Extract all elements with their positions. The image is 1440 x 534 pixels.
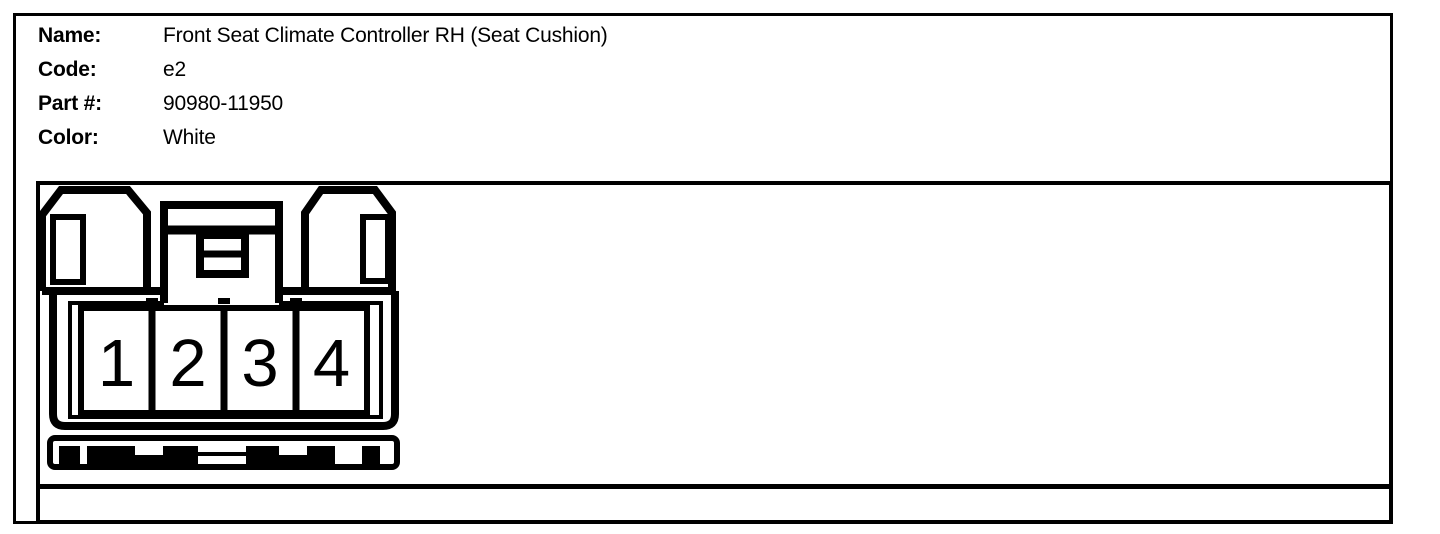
name-label: Name: bbox=[38, 24, 102, 47]
pin-number-4: 4 bbox=[313, 326, 350, 401]
code-label: Code: bbox=[38, 58, 97, 81]
diagram-footer-divider bbox=[40, 484, 1389, 489]
color-value: White bbox=[163, 126, 216, 149]
diagram-footer-strip bbox=[40, 489, 1389, 520]
field-row-part-number: Part #: 90980-11950 bbox=[38, 92, 608, 126]
pin-number-2: 2 bbox=[169, 326, 206, 401]
part-number-value: 90980-11950 bbox=[163, 92, 284, 115]
connector-right-tab-slot bbox=[360, 214, 391, 284]
connector-body-outline bbox=[49, 291, 399, 430]
field-row-name: Name: Front Seat Climate Controller RH (… bbox=[38, 24, 608, 58]
connector-info-panel: Name: Front Seat Climate Controller RH (… bbox=[13, 13, 1393, 524]
pin-number-1: 1 bbox=[98, 326, 135, 401]
skirt-retainer-slots bbox=[80, 446, 388, 464]
connector-metadata: Name: Front Seat Climate Controller RH (… bbox=[38, 24, 608, 160]
pin-cavity-dividers bbox=[148, 308, 300, 413]
pin-divider-tick-3 bbox=[290, 298, 302, 304]
name-value: Front Seat Climate Controller RH (Seat C… bbox=[163, 24, 608, 47]
pin-divider-tick-1 bbox=[146, 298, 158, 304]
connector-left-tab-slot bbox=[50, 214, 86, 285]
connector-diagram-box: 1 2 3 4 bbox=[36, 181, 1393, 524]
pin-divider-tick-2 bbox=[218, 298, 230, 304]
connector-body-inner-outline bbox=[68, 301, 383, 419]
field-row-color: Color: White bbox=[38, 126, 608, 160]
part-number-label: Part #: bbox=[38, 92, 102, 115]
skirt-center-bar bbox=[198, 452, 246, 456]
field-row-code: Code: e2 bbox=[38, 58, 608, 92]
pin-number-3: 3 bbox=[241, 326, 278, 401]
color-label: Color: bbox=[38, 126, 99, 149]
code-value: e2 bbox=[163, 58, 186, 81]
connector-front-view-drawing: 1 2 3 4 bbox=[38, 186, 400, 470]
